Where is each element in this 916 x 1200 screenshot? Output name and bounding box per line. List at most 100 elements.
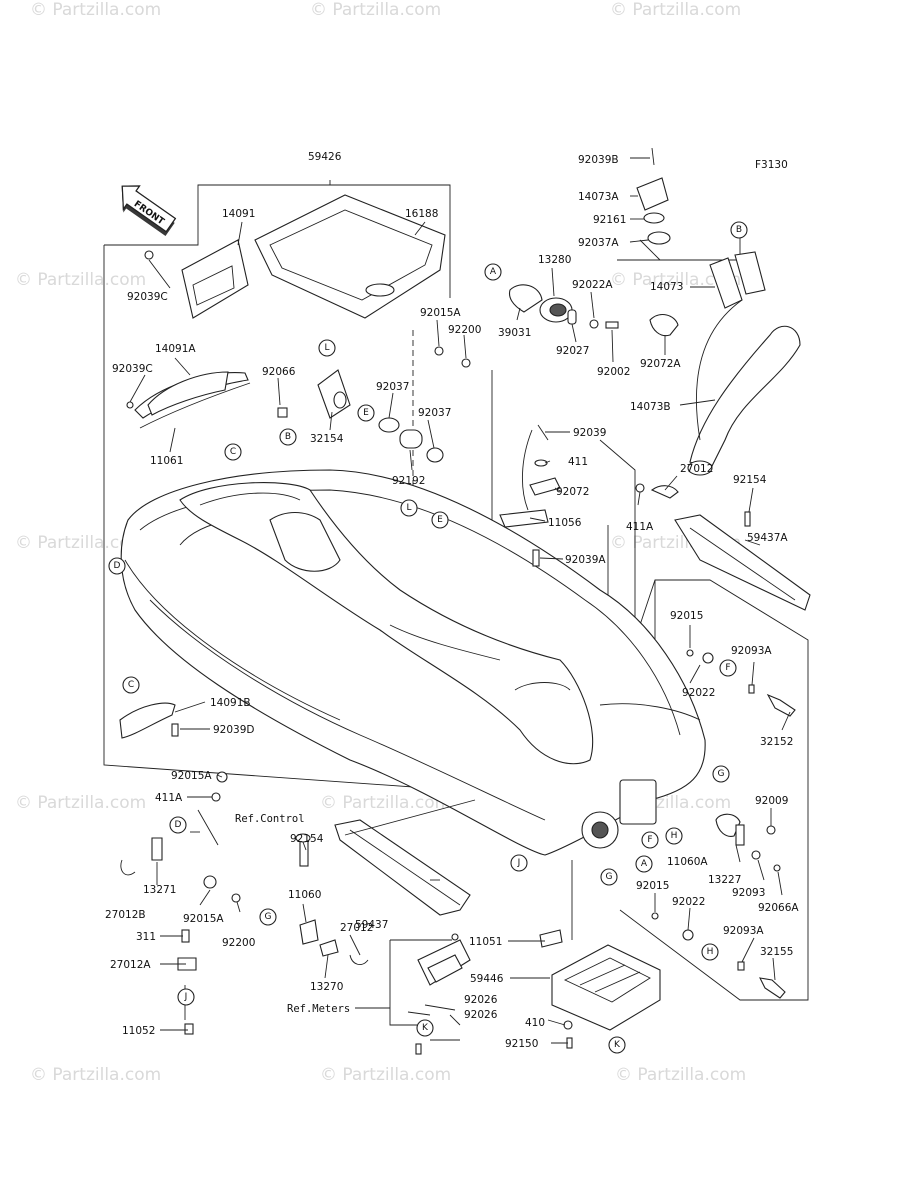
svg-text:J: J [184, 992, 188, 1002]
callout-F: F [719, 659, 737, 677]
part-number: 92161 [593, 214, 626, 226]
part-number: 27012 [340, 922, 373, 934]
callout-D: D [169, 816, 187, 834]
part-number: 92015A [420, 307, 461, 319]
fuel-cap-parts [434, 284, 619, 368]
part-number: 32152 [760, 736, 793, 748]
part-number: 92037A [578, 237, 619, 249]
part-number: 92200 [448, 324, 481, 336]
callout-B: B [279, 428, 297, 446]
svg-text:E: E [363, 408, 369, 418]
part-number: 92022 [682, 687, 715, 699]
part-number: 92037 [418, 407, 451, 419]
step-strip-59437 [334, 819, 471, 916]
part-number: 410 [525, 1017, 545, 1029]
part-number: 92192 [392, 475, 425, 487]
hull [120, 469, 706, 856]
part-number: 14073A [578, 191, 619, 203]
part-number: 11061 [150, 455, 183, 467]
callout-D: D [108, 557, 126, 575]
watermark: © Partzilla.com [615, 1065, 746, 1085]
part-number: 92015 [670, 610, 703, 622]
part-number: 92039C [127, 291, 168, 303]
svg-text:L: L [324, 343, 329, 353]
part-number: 11060 [288, 889, 321, 901]
callout-E: E [357, 404, 375, 422]
callout-G: G [712, 765, 730, 783]
left-lower-parts [119, 702, 369, 1035]
meter-parts [407, 933, 471, 1055]
part-number: 92015A [183, 913, 224, 925]
part-number: 92066 [262, 366, 296, 378]
part-number: 92066A [758, 902, 799, 914]
part-number: 14073 [650, 281, 683, 293]
svg-text:F: F [647, 835, 652, 845]
intake-grate [539, 929, 661, 1049]
watermark: © Partzilla.com [30, 0, 161, 20]
part-number: 92072A [640, 358, 681, 370]
part-number: 92009 [755, 795, 788, 807]
callout-K: K [608, 1036, 626, 1054]
callout-H: H [665, 827, 683, 845]
part-number: 13280 [538, 254, 571, 266]
watermark: © Partzilla.com [320, 1065, 451, 1085]
part-number: 59446 [470, 973, 504, 985]
watermark: © Partzilla.com [30, 1065, 161, 1085]
hoses [687, 251, 801, 476]
part-number: 92015A [171, 770, 212, 782]
svg-text:G: G [718, 769, 725, 779]
part-number: 92154 [290, 833, 324, 845]
callout-F: F [641, 831, 659, 849]
svg-text:H: H [671, 831, 678, 841]
watermark: © Partzilla.com [320, 793, 451, 813]
inlet-fittings [277, 369, 444, 463]
part-number: 13271 [143, 884, 176, 896]
part-number: 92022 [672, 896, 705, 908]
part-number: 13270 [310, 981, 343, 993]
svg-text:D: D [175, 820, 182, 830]
callout-circles: A A B B C C D D E E F F G G G H H J J K … [108, 221, 748, 1054]
part-number: 92026 [464, 994, 498, 1006]
part-number: 32154 [310, 433, 344, 445]
part-number: 92072 [556, 486, 589, 498]
callout-A: A [635, 855, 653, 873]
callout-A: A [484, 263, 502, 281]
figure-code: F3130 [755, 159, 788, 171]
svg-text:K: K [422, 1023, 429, 1033]
part-labels: 59426 14091 16188 92039C 14091A 92039C 1… [105, 151, 799, 1050]
part-number: 14073B [630, 401, 671, 413]
part-number: 14091B [210, 697, 251, 709]
svg-text:B: B [285, 432, 291, 442]
front-arrow-icon: FRONT [121, 185, 177, 237]
watermark: © Partzilla.com [610, 270, 741, 290]
part-number: 92037 [376, 381, 409, 393]
callout-J: J [177, 988, 195, 1006]
callout-K: K [416, 1019, 434, 1037]
callout-C: C [122, 676, 140, 694]
part-number: 92027 [556, 345, 589, 357]
part-number: 92039C [112, 363, 153, 375]
center-fittings [499, 424, 561, 567]
part-number: 32155 [760, 946, 793, 958]
part-number: 92093A [723, 925, 764, 937]
part-number: 92039A [565, 554, 606, 566]
svg-text:G: G [265, 912, 272, 922]
callout-C: C [224, 443, 242, 461]
callout-E: E [431, 511, 449, 529]
right-bolts [651, 649, 796, 999]
part-number: 92039B [578, 154, 619, 166]
part-number: 411A [626, 521, 654, 533]
part-number: 92039 [573, 427, 606, 439]
part-number: 27012A [110, 959, 151, 971]
storage-bin [254, 194, 446, 319]
part-number: 311 [136, 931, 156, 943]
part-number: 92022A [572, 279, 613, 291]
part-number: 39031 [498, 327, 531, 339]
callout-J: J [510, 854, 528, 872]
part-number: 92154 [733, 474, 767, 486]
callout-L: L [400, 499, 418, 517]
part-number: 11060A [667, 856, 708, 868]
part-number: 14091A [155, 343, 196, 355]
svg-text:D: D [114, 561, 121, 571]
part-number: 92039D [213, 724, 255, 736]
